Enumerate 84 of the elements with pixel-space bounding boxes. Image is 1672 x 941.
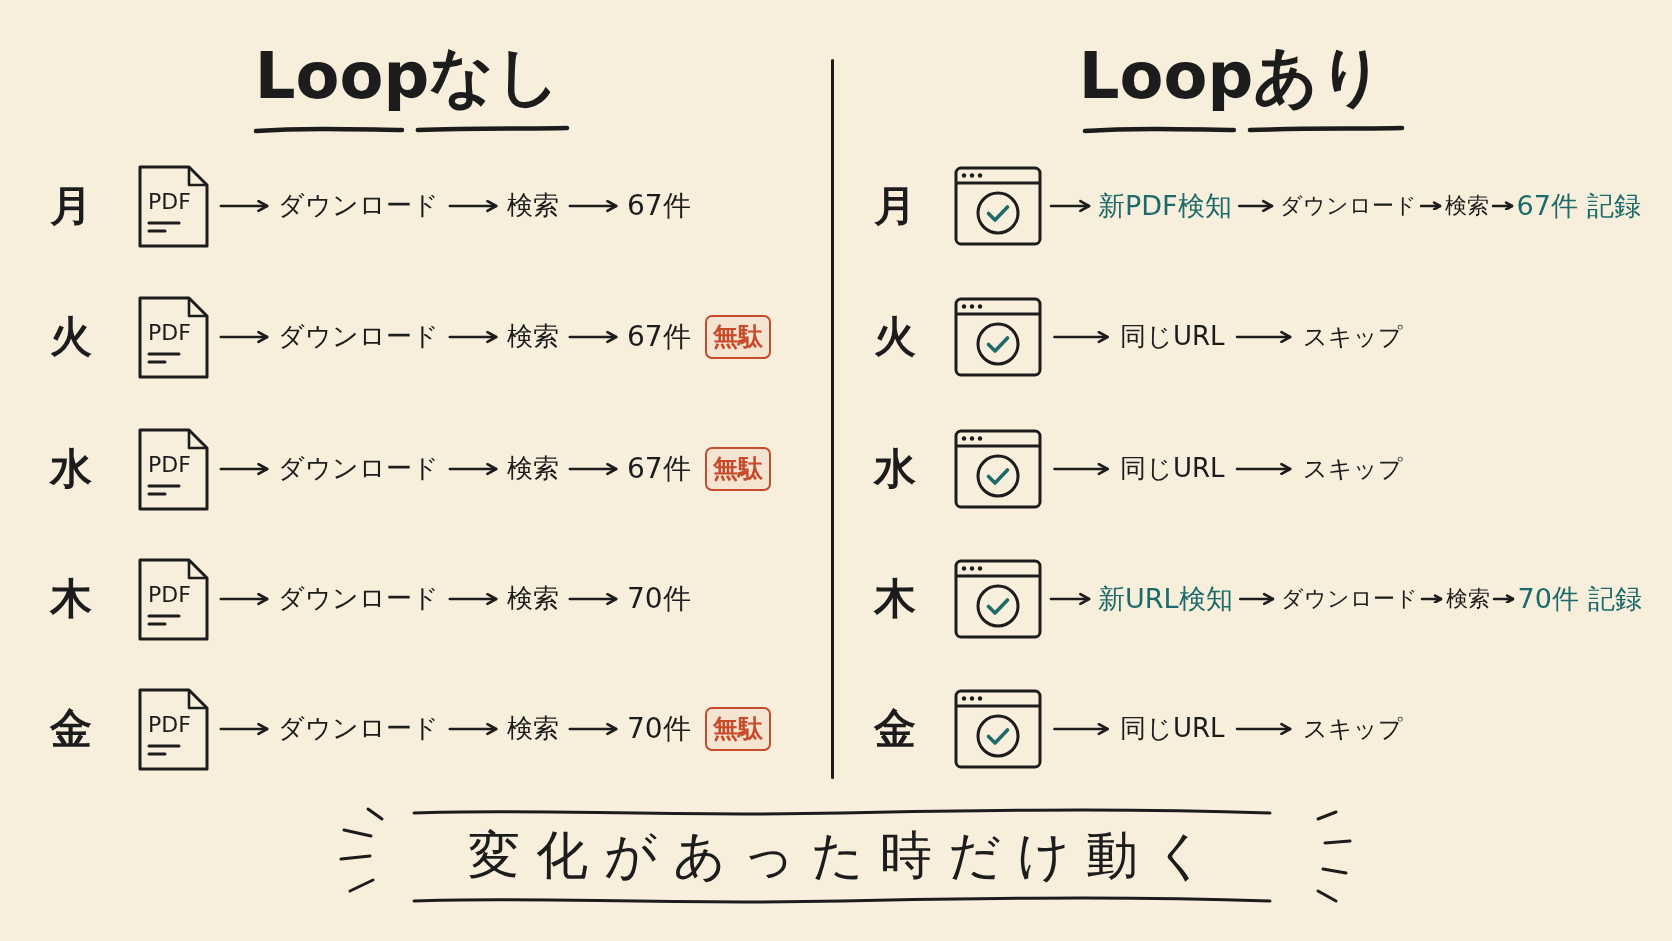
step-label: 70件 記録: [1517, 582, 1642, 616]
step-label: スキップ: [1302, 714, 1403, 744]
arrow: [568, 199, 618, 213]
arrow: [568, 330, 618, 344]
arrow: [219, 330, 269, 344]
day-label: 金: [874, 703, 916, 755]
browser-window-icon: [954, 689, 1042, 769]
day-label: 金: [50, 703, 92, 755]
arrow: [219, 462, 269, 476]
step-label: 同じURL: [1120, 713, 1225, 745]
arrow: [1235, 330, 1292, 344]
step-label: 67件: [627, 189, 691, 223]
arrow: [1491, 201, 1514, 211]
step-label: 70件: [627, 712, 691, 746]
step-label: ダウンロード: [1280, 585, 1418, 613]
arrow: [448, 722, 498, 736]
step-label: ダウンロード: [1279, 192, 1417, 220]
arrow: [568, 722, 618, 736]
step-label: 新URL検知: [1098, 582, 1233, 616]
stamp-label: 無駄: [704, 447, 771, 491]
arrow: [1049, 199, 1091, 213]
step-label: ダウンロード: [278, 713, 439, 745]
step-label: 検索: [1445, 585, 1490, 613]
step-label: 同じURL: [1120, 321, 1225, 353]
arrow: [1238, 199, 1274, 213]
step-label: 新PDF検知: [1098, 189, 1232, 223]
browser-window-icon: [954, 166, 1042, 246]
step-label: 70件: [627, 582, 691, 616]
day-label: 月: [874, 180, 916, 232]
day-label: 月: [50, 180, 92, 232]
day-label: 木: [874, 573, 916, 625]
browser-window-icon: [954, 297, 1042, 377]
file-type-label: PDF: [148, 583, 191, 606]
arrow: [448, 462, 498, 476]
column-heading: Loopあり: [1078, 40, 1386, 114]
file-type-label: PDF: [148, 453, 191, 476]
step-label: 67件: [627, 320, 691, 354]
day-label: 火: [50, 311, 92, 363]
step-label: 同じURL: [1120, 453, 1225, 485]
step-label: 検索: [507, 190, 559, 222]
arrow: [1053, 462, 1109, 476]
browser-window-icon: [954, 559, 1042, 639]
arrow: [1235, 462, 1292, 476]
step-label: 検索: [507, 453, 559, 485]
arrow: [1053, 330, 1109, 344]
column-heading: Loopなし: [254, 40, 562, 114]
file-type-label: PDF: [148, 190, 191, 213]
day-label: 水: [874, 443, 916, 495]
step-label: ダウンロード: [278, 453, 439, 485]
file-type-label: PDF: [148, 321, 191, 344]
arrow: [219, 199, 269, 213]
day-label: 木: [50, 573, 92, 625]
step-label: ダウンロード: [278, 190, 439, 222]
arrow: [1492, 594, 1515, 604]
arrow: [448, 330, 498, 344]
day-label: 火: [874, 311, 916, 363]
arrow: [1049, 592, 1091, 606]
step-label: スキップ: [1302, 322, 1403, 352]
arrow: [448, 592, 498, 606]
step-label: 67件: [627, 452, 691, 486]
arrow: [1419, 201, 1442, 211]
caption-text: 変化があった時だけ動く: [467, 824, 1223, 887]
step-label: 67件 記録: [1516, 189, 1641, 223]
arrow: [219, 722, 269, 736]
arrow: [219, 592, 269, 606]
arrow: [568, 462, 618, 476]
step-label: 検索: [507, 321, 559, 353]
browser-window-icon: [954, 429, 1042, 509]
arrow: [1238, 592, 1275, 606]
arrow: [1235, 722, 1292, 736]
step-label: 検索: [507, 713, 559, 745]
arrow: [448, 199, 498, 213]
step-label: ダウンロード: [278, 583, 439, 615]
file-type-label: PDF: [148, 713, 191, 736]
step-label: 検索: [507, 583, 559, 615]
stamp-label: 無駄: [704, 707, 771, 751]
step-label: スキップ: [1302, 454, 1403, 484]
arrow: [1420, 594, 1443, 604]
step-label: 検索: [1444, 192, 1489, 220]
day-label: 水: [50, 443, 92, 495]
stamp-label: 無駄: [704, 315, 771, 359]
step-label: ダウンロード: [278, 321, 439, 353]
arrow: [568, 592, 618, 606]
arrow: [1053, 722, 1109, 736]
